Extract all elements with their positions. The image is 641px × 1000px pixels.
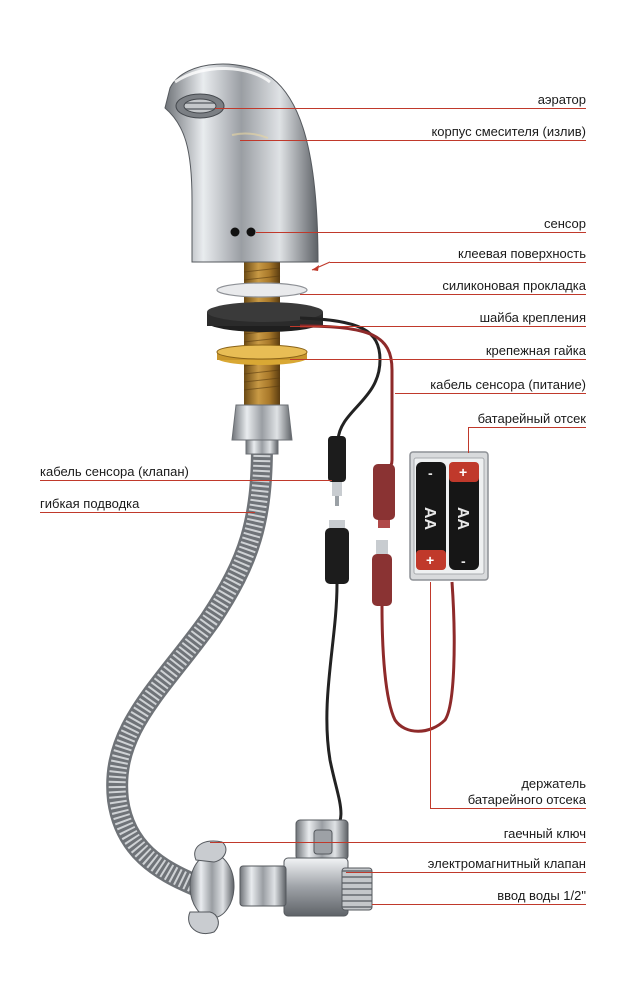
leader-battery-box [468,427,586,428]
label-glue-surface: клеевая поверхность [457,246,586,261]
leader-spout [240,140,586,141]
wrench [188,840,235,934]
label-battery-holder-2: батарейного отсека [467,792,586,807]
leader-hose [40,512,255,513]
mount-washer [207,302,323,332]
label-aerator: аэратор [537,92,586,107]
label-flex-hose: гибкая подводка [40,496,140,511]
sensor-window-right [246,227,256,237]
leader-holder [430,808,586,809]
label-battery-holder-1: держатель [521,776,586,791]
label-spout: корпус смесителя (излив) [431,124,586,139]
leader-valve-cable [40,480,332,481]
leader-battery-box-v [468,427,469,453]
label-silicone-gasket: силиконовая прокладка [442,278,586,293]
glue-arrow [311,261,331,271]
label-sensor-cable-valve: кабель сенсора (клапан) [40,464,189,479]
battery-cell-right-label: AA [454,507,471,531]
label-solenoid-valve: электромагнитный клапан [427,856,586,871]
leader-aerator [215,108,586,109]
leader-holder-v [430,582,431,808]
battery-minus-left: - [428,465,433,481]
valve-connector-upper [328,436,346,506]
cable-valve [299,316,382,441]
leader-power [395,393,586,394]
label-sensor: сенсор [543,216,586,231]
battery-minus-right: - [461,553,466,569]
solenoid-valve [239,819,373,917]
hose-nut [231,404,293,441]
leader-washer [290,326,586,327]
label-sensor-cable-power: кабель сенсора (питание) [430,377,586,392]
silicone-gasket [216,282,308,298]
leader-gasket [300,294,586,295]
battery-plus-left: + [426,552,434,568]
leader-wrench [210,842,586,843]
battery-box: AA AA + + - - [409,451,489,581]
label-mount-washer: шайба крепления [479,310,586,325]
battery-cell-left-label: AA [421,507,438,531]
leader-nut [290,359,586,360]
leader-sensor [256,232,586,233]
label-water-inlet: ввод воды 1/2" [497,888,586,903]
power-connector-lower [372,540,392,606]
leader-solenoid [346,872,586,873]
leader-glue [330,262,586,263]
sensor-window-left [230,227,240,237]
label-battery-box: батарейный отсек [477,411,586,426]
flex-hose [106,434,273,896]
label-mount-nut: крепежная гайка [485,343,586,358]
spout-body [164,63,319,263]
mount-nut [216,344,308,365]
battery-plus-right: + [459,464,467,480]
valve-connector-lower [325,520,349,584]
leader-inlet [372,904,586,905]
label-wrench: гаечный ключ [503,826,586,841]
power-connector-upper [373,464,395,528]
